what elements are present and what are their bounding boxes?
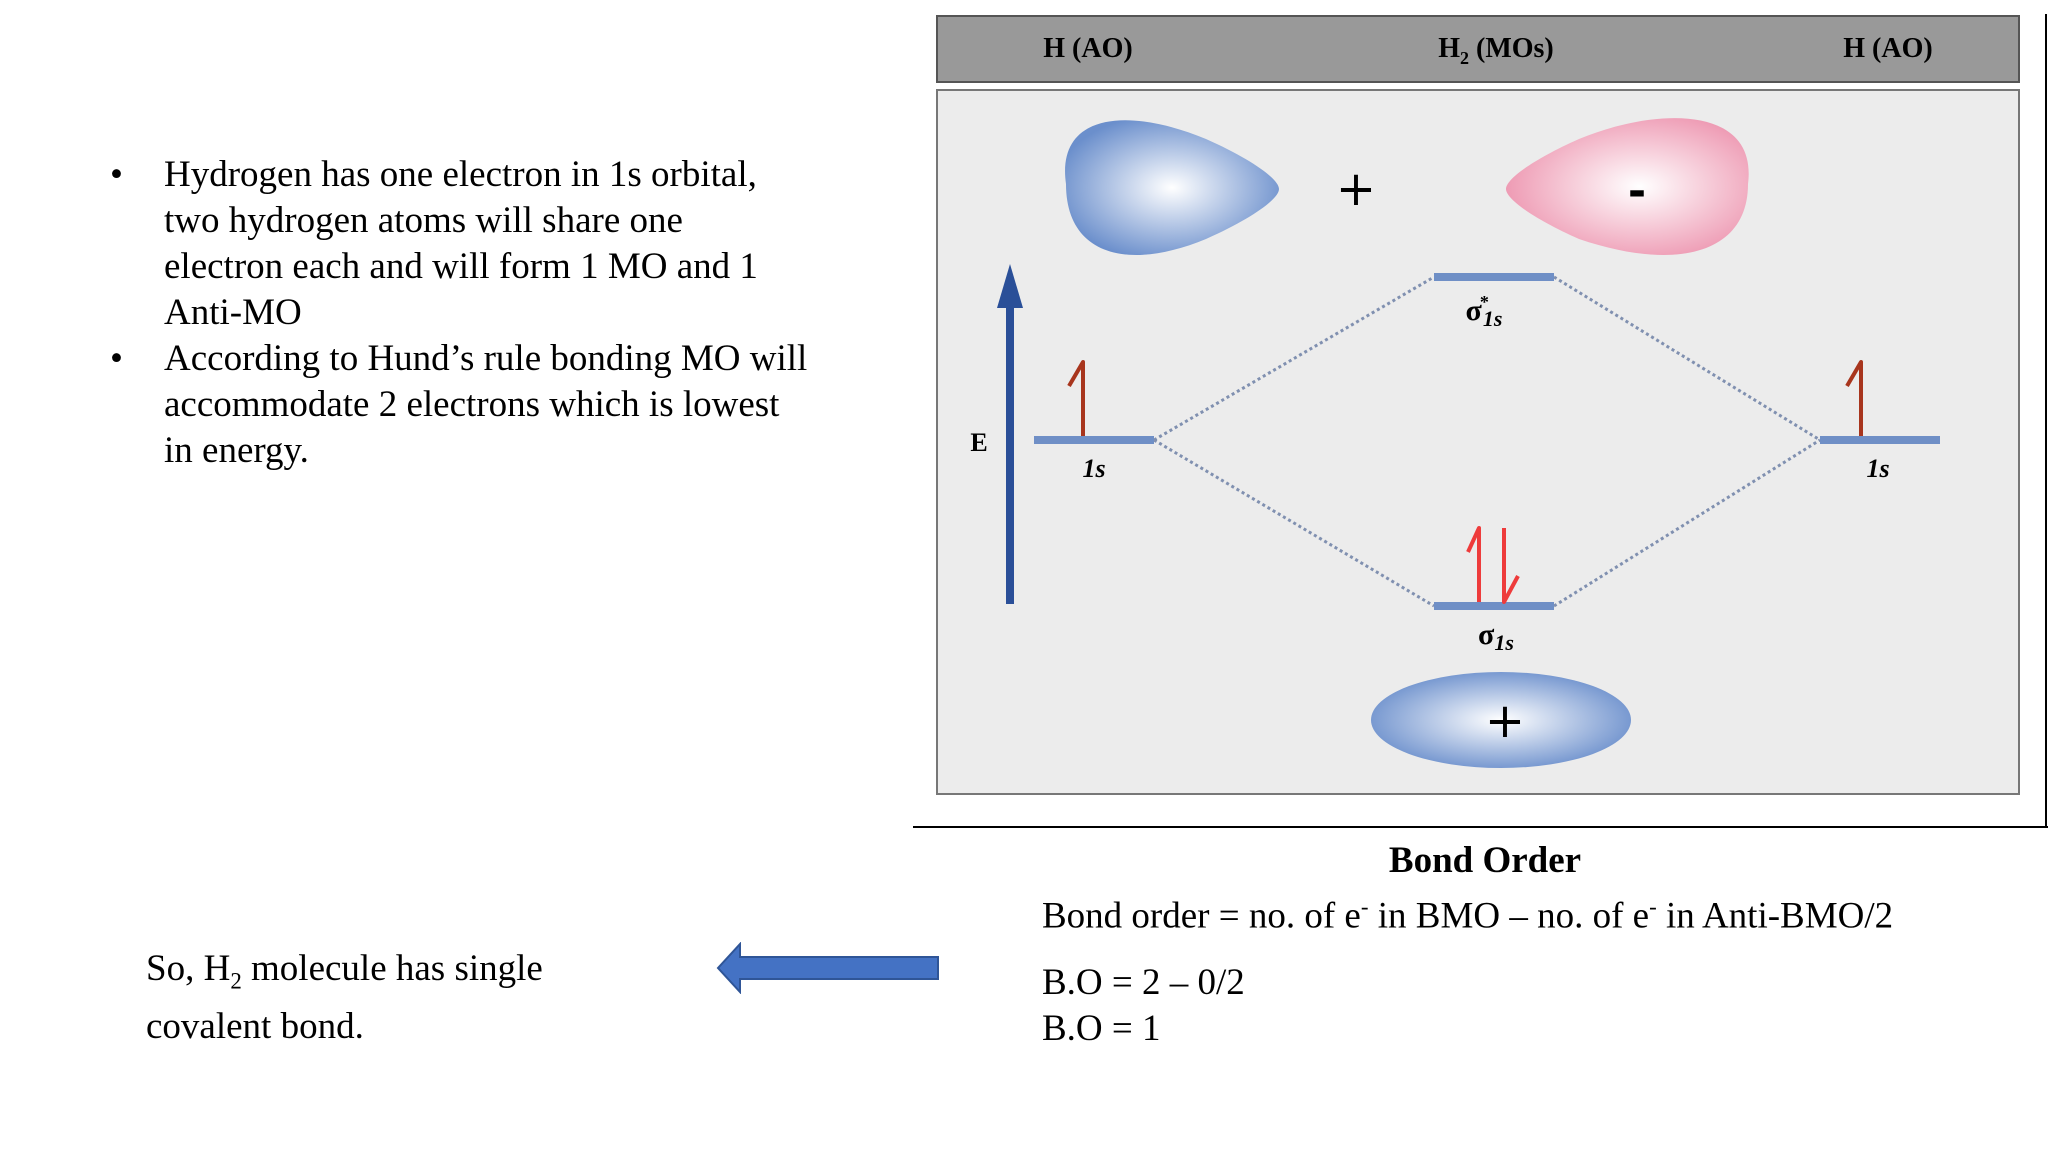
antibonding-star: * <box>1480 292 1489 312</box>
bullet-item: • Hydrogen has one electron in 1s orbita… <box>110 152 810 336</box>
formula-part: in BMO – no. of e <box>1368 895 1650 937</box>
left-arrow-icon <box>716 942 939 994</box>
bond-order-title: Bond Order <box>1388 840 1582 881</box>
formula-superscript: - <box>1649 894 1657 919</box>
header-mid-sub: 2 <box>1460 48 1469 68</box>
formula-part: Bond order = no. of e <box>1042 895 1361 937</box>
bonding-sub: 1s <box>1494 630 1514 655</box>
conclusion-line: So, H2 molecule has single <box>146 946 543 1004</box>
bullet-marker: • <box>110 338 123 379</box>
divider-vertical <box>2045 14 2047 828</box>
conclusion-line: covalent bond. <box>146 1006 364 1048</box>
calc-line: B.O = 2 – 0/2 <box>1042 962 1245 1003</box>
conclusion-subscript: 2 <box>230 968 242 994</box>
energy-axis-arrowhead <box>997 264 1023 308</box>
header-mid-main: H <box>1438 33 1460 64</box>
mo-diagram: H (AO) H2 (MOs) H (AO) + - E 1s 1s σ*1s … <box>936 15 2020 795</box>
bullet-list: • Hydrogen has one electron in 1s orbita… <box>110 152 810 474</box>
electron-up-right <box>1845 360 1863 436</box>
electron-down-bonding <box>1502 528 1520 604</box>
formula-part: in Anti-BMO/2 <box>1656 895 1894 937</box>
antibonding-label: σ*1s <box>1466 292 1503 331</box>
divider-horizontal <box>913 826 2048 828</box>
left-arrow-shape <box>716 942 939 994</box>
conclusion-part: molecule has single <box>241 948 543 989</box>
correlation-line <box>1153 438 1435 608</box>
header-mid-rest: (MOs) <box>1469 33 1554 64</box>
bonding-lobe <box>1371 672 1631 768</box>
correlation-line <box>1553 438 1821 608</box>
antibonding-lobe-negative <box>1506 118 1749 255</box>
bullet-text: Hydrogen has one electron in 1s orbital,… <box>164 154 758 333</box>
antibonding-sub: 1s <box>1483 306 1503 331</box>
header-left-label: H (AO) <box>1043 33 1132 64</box>
bullet-text: According to Hund’s rule bonding MO will… <box>164 338 808 471</box>
calc-line: B.O = 1 <box>1042 1008 1161 1049</box>
lobe-minus-sign: - <box>1628 166 1646 217</box>
bond-order-formula: Bond order = no. of e- in BMO – no. of e… <box>1042 884 1893 939</box>
formula-superscript: - <box>1360 894 1369 919</box>
right-orbital-label: 1s <box>1866 454 1889 483</box>
bullet-item: • According to Hund’s rule bonding MO wi… <box>110 336 810 474</box>
conclusion-text: So, H2 molecule has single covalent bond… <box>146 946 543 1050</box>
electron-up-left <box>1067 360 1085 436</box>
header-mid-label: H2 (MOs) <box>1438 33 1554 68</box>
electron-up-bonding <box>1466 526 1481 602</box>
bond-order-calculation: B.O = 2 – 0/2 B.O = 1 <box>1042 960 1245 1052</box>
correlation-line <box>1553 275 1821 442</box>
antibonding-lobe-positive <box>1065 120 1279 255</box>
header-right-label: H (AO) <box>1843 33 1932 64</box>
bonding-label: σ1s <box>1478 618 1514 655</box>
energy-label: E <box>970 428 987 457</box>
antibonding-symbol: σ <box>1466 294 1483 327</box>
left-orbital-label: 1s <box>1082 454 1105 483</box>
lobe-plus-sign: + <box>1336 161 1376 217</box>
bullet-marker: • <box>110 154 123 195</box>
diagram-header <box>936 15 2020 83</box>
bonding-symbol: σ <box>1478 618 1495 651</box>
conclusion-part: So, H <box>146 948 231 989</box>
bonding-lobe-sign: + <box>1485 693 1525 749</box>
